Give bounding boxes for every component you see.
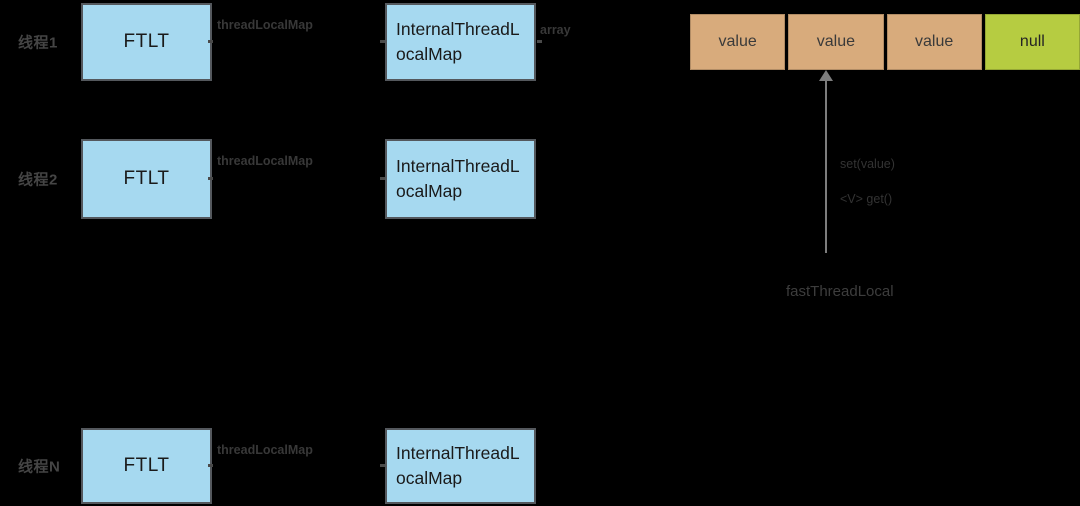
access-arrow-line: [825, 80, 827, 253]
connector-stub: [208, 464, 213, 467]
thread-1-label: 线程1: [18, 34, 58, 52]
array-cell-0: value: [690, 14, 786, 70]
internal-threadlocalmap-box-1: InternalThreadLocalMap: [385, 3, 536, 81]
ftlt-box-n-label: FTLT: [123, 455, 170, 476]
internal-threadlocalmap-box-n-label: InternalThreadLocalMap: [396, 442, 520, 488]
connector-stub: [208, 177, 213, 180]
ftlt-box-2: FTLT: [81, 139, 212, 219]
fastthreadlocal-pointer-label: fastThreadLocal: [786, 283, 894, 300]
connector-stub: [208, 40, 213, 43]
array-cell-2-label: value: [915, 33, 954, 50]
threadlocalmap-field-2: threadLocalMap: [217, 154, 313, 168]
ftlt-box-1-label: FTLT: [123, 31, 170, 52]
array-field-label: array: [540, 23, 571, 37]
get-annotation: <V> get(): [840, 192, 893, 206]
array-cell-1-label: value: [816, 33, 855, 50]
ftlt-box-n: FTLT: [81, 428, 212, 504]
array-cell-1: value: [788, 14, 884, 70]
connector-stub: [380, 177, 385, 180]
array-cell-0-label: value: [718, 33, 757, 50]
internal-threadlocalmap-box-n: InternalThreadLocalMap: [385, 428, 536, 504]
array-cell-3-label: null: [1019, 33, 1045, 50]
thread-row-2: 线程2 FTLT threadLocalMap InternalThreadLo…: [0, 139, 1080, 219]
connector-stub: [380, 464, 385, 467]
array-cell-2: value: [886, 14, 982, 70]
internal-threadlocalmap-box-2-label: InternalThreadLocalMap: [396, 155, 520, 201]
indexed-variables-array: value value value null: [690, 14, 1080, 70]
connector-stub: [537, 40, 542, 43]
up-arrow-icon: [819, 70, 833, 81]
ftlt-box-2-label: FTLT: [123, 168, 170, 189]
ftlt-box-1: FTLT: [81, 3, 212, 81]
threadlocalmap-field-1: threadLocalMap: [217, 18, 313, 32]
connector-stub: [380, 40, 385, 43]
thread-row-1: 线程1 FTLT threadLocalMap InternalThreadLo…: [0, 3, 1080, 81]
internal-threadlocalmap-box-2: InternalThreadLocalMap: [385, 139, 536, 219]
thread-2-label: 线程2: [18, 171, 58, 189]
thread-n-label: 线程N: [18, 458, 61, 476]
thread-row-n: 线程N FTLT threadLocalMap InternalThreadLo…: [0, 428, 1080, 504]
threadlocalmap-field-n: threadLocalMap: [217, 443, 313, 457]
array-cell-3: null: [984, 14, 1080, 70]
set-annotation: set(value): [840, 157, 895, 171]
internal-threadlocalmap-box-1-label: InternalThreadLocalMap: [396, 18, 520, 64]
